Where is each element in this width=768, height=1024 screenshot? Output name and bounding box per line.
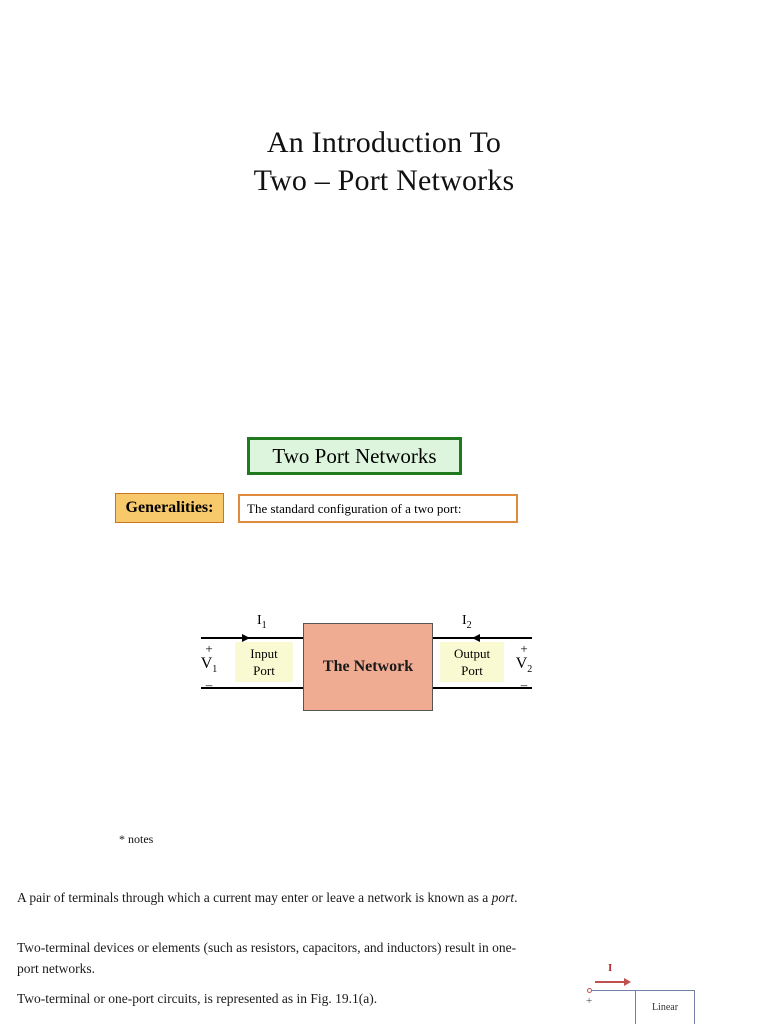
voltage-v2-minus: –	[520, 677, 528, 693]
voltage-v2-subscript: 2	[527, 664, 533, 676]
two-port-networks-heading-box: Two Port Networks	[247, 437, 462, 475]
voltage-label-v2: + V2 –	[512, 641, 536, 692]
generalities-label-box: Generalities:	[115, 493, 224, 523]
body-paragraph-1-emphasis: port	[491, 890, 515, 905]
body-paragraph-3: Two-terminal or one-port circuits, is re…	[17, 991, 378, 1006]
figure-terminal-node-icon	[587, 988, 592, 993]
output-port-label: Output Port	[440, 642, 504, 682]
wire-bottom-left	[201, 687, 335, 689]
body-paragraph-1-tail: .	[514, 890, 518, 905]
one-port-circuit-figure: I + Linear	[575, 962, 768, 1024]
figure-linear-network-label: Linear	[651, 1002, 679, 1013]
generalities-label: Generalities:	[125, 499, 214, 516]
output-port-label-line-1: Output	[453, 646, 491, 661]
wire-top-left	[201, 637, 335, 639]
output-port-label-line-2: Port	[461, 663, 483, 678]
figure-current-arrow-head-icon	[624, 978, 631, 986]
figure-linear-network-box	[635, 990, 695, 1024]
page-title-line-1: An Introduction To	[266, 126, 502, 159]
two-port-networks-heading-label: Two Port Networks	[272, 443, 437, 468]
voltage-v1-subscript: 1	[212, 664, 218, 676]
current-label-i1: I1	[257, 613, 267, 631]
current-label-i2-subscript: 2	[466, 619, 472, 631]
notes-marker: * notes	[119, 832, 154, 846]
input-port-label: Input Port	[235, 642, 293, 682]
body-paragraph-1-text: A pair of terminals through which a curr…	[17, 890, 492, 905]
page-title-line-2: Two – Port Networks	[253, 164, 515, 197]
input-port-label-line-1: Input	[250, 646, 278, 661]
voltage-v1-name: V1	[197, 656, 221, 677]
figure-current-label: I	[608, 962, 613, 974]
current-label-i1-subscript: 1	[261, 619, 267, 631]
body-paragraph-2: Two-terminal devices or elements (such a…	[17, 940, 517, 976]
current-label-i2: I2	[462, 613, 472, 631]
voltage-v1-minus: –	[205, 677, 213, 693]
voltage-v2-name: V2	[512, 656, 536, 677]
current-label-i1-symbol: I	[257, 613, 262, 628]
network-block: The Network	[303, 623, 433, 711]
standard-configuration-caption: The standard configuration of a two port…	[247, 500, 462, 516]
figure-plus-sign: +	[586, 995, 593, 1007]
body-paragraph-1: A pair of terminals through which a curr…	[17, 887, 537, 908]
voltage-v1-plus: +	[205, 641, 213, 656]
figure-current-arrow-icon	[595, 981, 625, 983]
voltage-label-v1: + V1 –	[197, 641, 221, 692]
page-title: An Introduction To Two – Port Networks	[0, 124, 768, 200]
current-label-i2-symbol: I	[462, 613, 467, 628]
standard-configuration-caption-box: The standard configuration of a two port…	[238, 494, 518, 523]
voltage-v2-symbol: V	[515, 655, 528, 672]
wire-top-right	[432, 637, 532, 639]
current-arrow-out-icon	[472, 634, 480, 642]
input-port-label-line-2: Port	[253, 663, 275, 678]
figure-lead-wire	[592, 990, 635, 991]
two-port-network-diagram: I1 I2 + V1 – + V2 – Input Port Output Po…	[190, 600, 550, 720]
current-arrow-in-icon	[242, 634, 250, 642]
wire-bottom-right	[432, 687, 532, 689]
voltage-v1-symbol: V	[200, 655, 213, 672]
voltage-v2-plus: +	[520, 641, 528, 656]
network-block-label: The Network	[322, 658, 414, 675]
